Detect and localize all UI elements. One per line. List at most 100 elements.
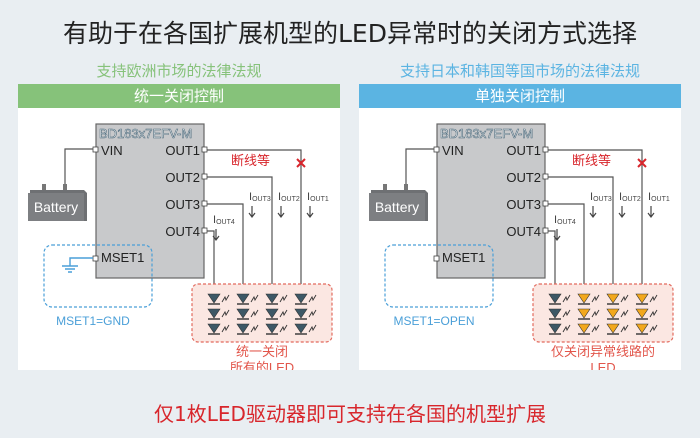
pin-out2 — [542, 173, 549, 180]
pin-out2-label: OUT2 — [506, 170, 541, 185]
light-emission-icon — [279, 324, 288, 333]
pin-out3-label: OUT3 — [165, 197, 200, 212]
result-line-2: LED — [590, 360, 615, 370]
pin-out1 — [201, 146, 208, 153]
current-label-out3: IOUT3 — [249, 191, 271, 203]
current-label-out1: IOUT1 — [648, 191, 670, 203]
current-arrow-icon — [212, 229, 220, 241]
pin-mset-label: MSET1 — [101, 250, 144, 265]
pin-mset — [92, 255, 99, 262]
current-label-out3: IOUT3 — [590, 191, 612, 203]
battery-terminal-pos — [404, 184, 408, 190]
mset-setting-label: MSET1=OPEN — [393, 314, 474, 328]
led-icon — [236, 308, 250, 319]
wire-out2 — [204, 176, 273, 294]
chip-body — [95, 123, 205, 279]
bottom-message: 仅1枚LED驱动器即可支持在各国的机型扩展 — [154, 402, 546, 426]
led-icon — [207, 323, 221, 334]
result-line-2: 所有的LED — [230, 360, 294, 370]
led-icon — [606, 323, 620, 334]
light-emission-icon — [620, 309, 629, 318]
pin-out3-label: OUT3 — [506, 197, 541, 212]
battery-face — [28, 193, 84, 221]
current-label-out1: IOUT1 — [307, 191, 329, 203]
wire-out1 — [204, 149, 302, 294]
light-emission-icon — [221, 309, 230, 318]
light-emission-icon — [620, 294, 629, 303]
wire-out3 — [204, 203, 244, 294]
battery-label: Battery — [34, 199, 78, 215]
led-icon — [577, 323, 591, 334]
light-emission-icon — [562, 324, 571, 333]
current-label-out4: IOUT4 — [213, 214, 235, 226]
led-icon — [265, 308, 279, 319]
light-emission-icon — [562, 309, 571, 318]
led-icon — [294, 308, 308, 319]
light-emission-icon — [279, 294, 288, 303]
chip-name: BD183x7EFV-M — [440, 126, 533, 141]
wire-vin — [405, 148, 434, 184]
light-emission-icon — [308, 294, 317, 303]
light-emission-icon — [591, 324, 600, 333]
panel-right-header: 单独关闭控制 — [359, 84, 681, 108]
wire-out1 — [545, 149, 643, 294]
led-icon — [294, 293, 308, 304]
pin-vin — [92, 146, 99, 153]
result-line-1: 统一关闭 — [236, 344, 288, 359]
led-icon — [635, 308, 649, 319]
pin-out1-label: OUT1 — [506, 143, 541, 158]
mset-setting-box — [384, 244, 494, 308]
mset-setting-box — [43, 244, 153, 308]
light-emission-icon — [591, 294, 600, 303]
led-icon — [635, 323, 649, 334]
led-icon — [207, 308, 221, 319]
pin-out3 — [542, 200, 549, 207]
light-emission-icon — [649, 309, 658, 318]
pin-vin-label: VIN — [442, 143, 464, 158]
battery-face — [369, 193, 425, 221]
current-label-out2: IOUT2 — [619, 191, 641, 203]
led-icon — [606, 293, 620, 304]
light-emission-icon — [620, 324, 629, 333]
pin-out4 — [542, 227, 549, 234]
mset-setting-label: MSET1=GND — [56, 314, 130, 328]
light-emission-icon — [649, 324, 658, 333]
fault-label: 断线等 — [231, 153, 270, 168]
light-emission-icon — [221, 294, 230, 303]
battery-label: Battery — [375, 199, 419, 215]
current-arrow-icon — [277, 206, 285, 218]
battery-terminal-neg — [383, 184, 387, 190]
panel-left-caption: 支持欧洲市场的法律法规 — [96, 62, 262, 80]
fault-label: 断线等 — [572, 153, 611, 168]
ground-icon — [62, 265, 78, 273]
page-title: 有助于在各国扩展机型的LED异常时的关闭方式选择 — [63, 19, 637, 48]
wire-out3 — [545, 203, 585, 294]
wire-mset-gnd — [69, 257, 93, 266]
led-icon — [548, 308, 562, 319]
current-label-out2: IOUT2 — [278, 191, 300, 203]
light-emission-icon — [649, 294, 658, 303]
light-emission-icon — [308, 309, 317, 318]
battery-terminal-neg — [42, 184, 46, 190]
pin-out4 — [201, 227, 208, 234]
led-icon — [294, 323, 308, 334]
led-icon — [207, 293, 221, 304]
light-emission-icon — [562, 294, 571, 303]
light-emission-icon — [221, 324, 230, 333]
current-arrow-icon — [647, 206, 655, 218]
wire-vin — [64, 148, 93, 184]
chip-body — [436, 123, 546, 279]
current-label-out4: IOUT4 — [554, 214, 576, 226]
current-arrow-icon — [306, 206, 314, 218]
result-line-1: 仅关闭异常线路的 — [551, 344, 655, 359]
break-x-icon — [637, 158, 647, 168]
pin-out2 — [201, 173, 208, 180]
led-icon — [635, 293, 649, 304]
current-arrow-icon — [553, 229, 561, 241]
light-emission-icon — [250, 324, 259, 333]
led-icon — [265, 323, 279, 334]
